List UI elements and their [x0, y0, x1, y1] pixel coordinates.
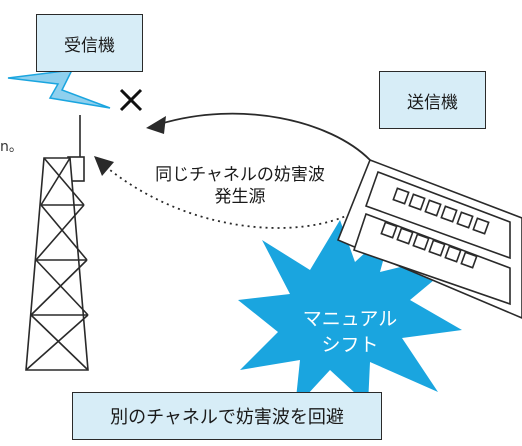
lightning-bolt-icon [7, 69, 111, 109]
footer-label: 別のチャネルで妨害波を回避 [72, 392, 382, 440]
interference-arrow [109, 169, 366, 229]
manual-shift-label: マニュアル シフト [290, 306, 410, 358]
blocked-signal-arrow [159, 112, 371, 161]
interference-line-2: 発生源 [214, 187, 266, 207]
manual-shift-line-1: マニュアル [302, 308, 398, 330]
transmitter-label-text: 送信機 [407, 92, 458, 113]
antenna-tower-icon [25, 115, 89, 371]
transmitter-device-icon [336, 158, 522, 319]
receiver-label-text: 受信機 [64, 35, 115, 56]
interference-line-1: 同じチャネルの妨害波 [155, 165, 325, 185]
x-mark-icon [119, 88, 143, 112]
edge-text-fragment: n。 [0, 139, 23, 155]
manual-shift-line-2: シフト [321, 334, 379, 356]
footer-label-text: 別のチャネルで妨害波を回避 [110, 407, 344, 428]
interference-source-label: 同じチャネルの妨害波 発生源 [135, 164, 345, 208]
receiver-label: 受信機 [36, 14, 143, 72]
transmitter-label: 送信機 [379, 71, 486, 129]
